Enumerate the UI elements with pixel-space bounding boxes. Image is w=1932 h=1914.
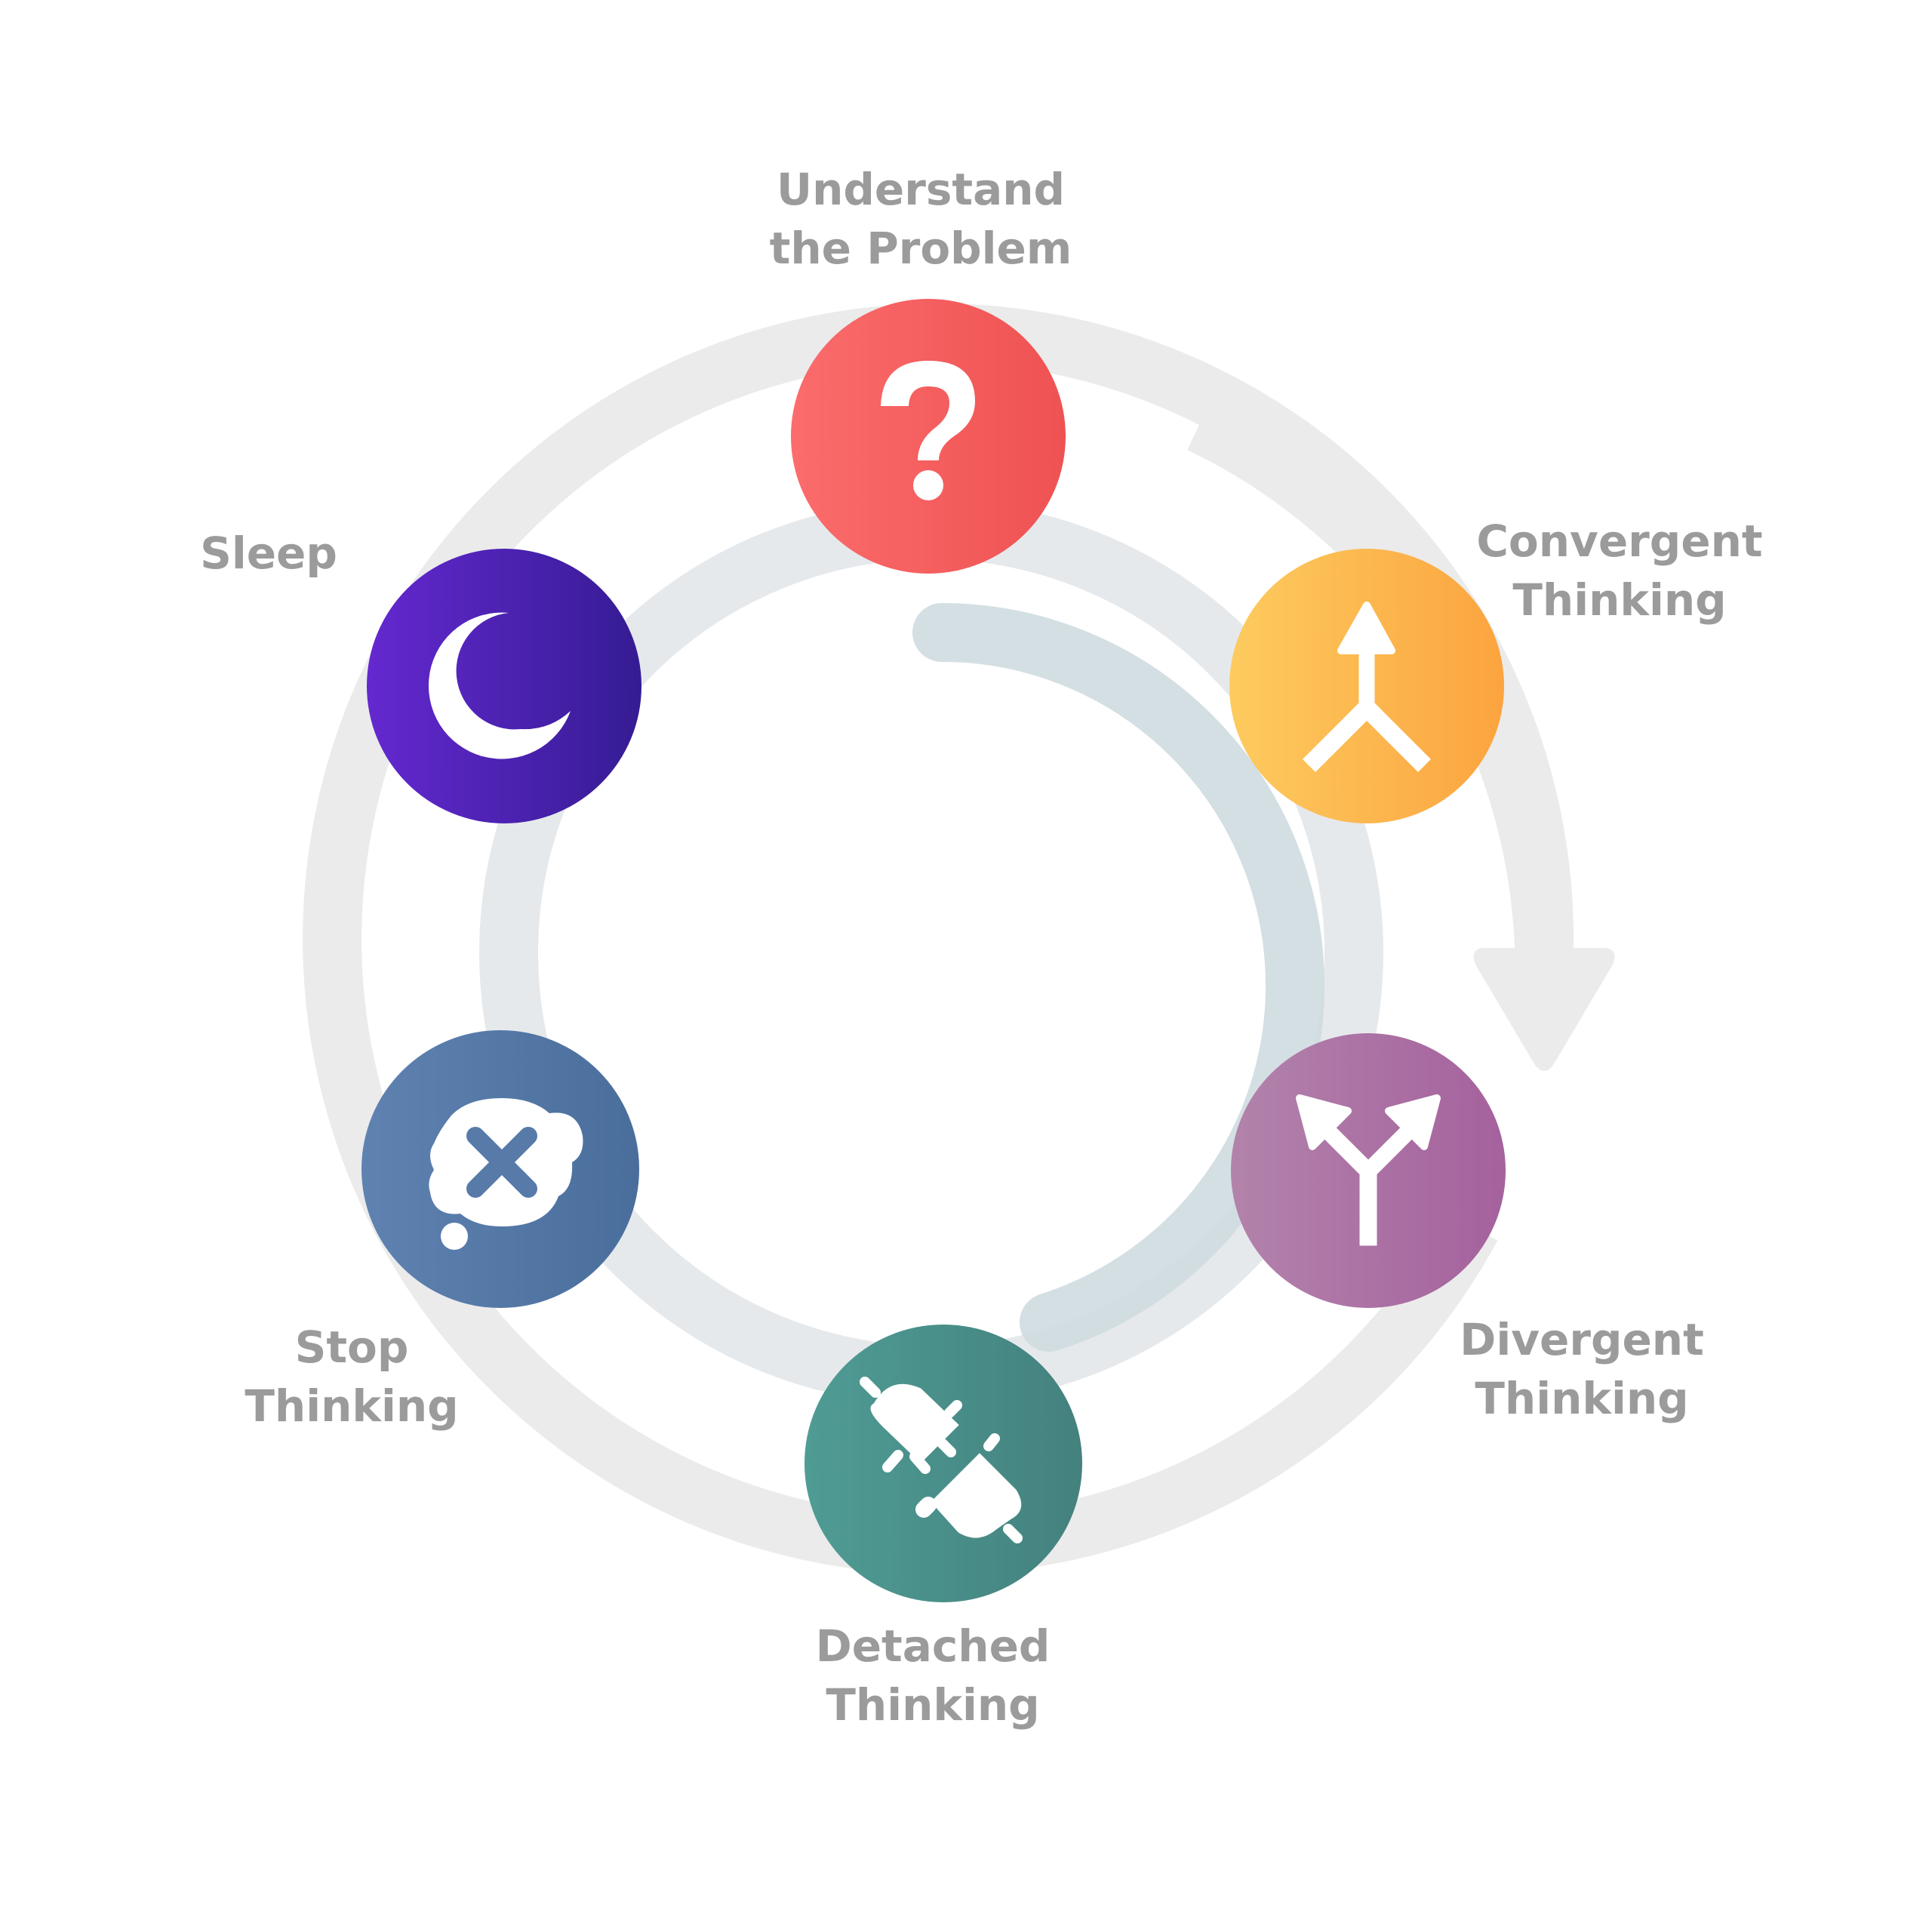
question-mark-icon [881, 361, 975, 500]
label-convergent-line-2: Thinking [1512, 574, 1727, 626]
stage-circle-detached [804, 1325, 1082, 1602]
label-stop: Stop Thinking [216, 1318, 488, 1436]
progress-arc [912, 603, 1325, 1352]
stage-node-convergent[interactable] [1229, 549, 1504, 823]
label-understand-line-2: the Problem [769, 223, 1072, 274]
label-stop-line-2: Thinking [245, 1380, 459, 1432]
label-divergent-line-1: Divergent [1460, 1314, 1704, 1365]
label-detached-line-2: Thinking [826, 1679, 1040, 1731]
label-understand-line-1: Understand [776, 164, 1066, 215]
stage-node-divergent[interactable] [1231, 1033, 1506, 1308]
label-understand: Understand the Problem [747, 160, 1094, 278]
thought-bubble-x-icon [429, 1098, 583, 1250]
diverge-arrows-icon [1296, 1094, 1441, 1246]
stage-node-sleep[interactable] [367, 549, 641, 823]
label-divergent-line-2: Thinking [1475, 1373, 1689, 1424]
label-sleep: Sleep [178, 524, 359, 583]
unplugged-icon [860, 1377, 1023, 1543]
label-stop-line-1: Stop [294, 1322, 409, 1373]
stage-node-understand[interactable] [791, 299, 1066, 574]
stage-circle-sleep [367, 549, 641, 823]
label-detached: Detached Thinking [782, 1617, 1084, 1734]
label-convergent-line-1: Convergent [1476, 515, 1763, 567]
stage-node-detached[interactable] [804, 1325, 1082, 1602]
label-sleep-line-1: Sleep [200, 528, 337, 579]
stage-node-stop[interactable] [361, 1030, 639, 1308]
label-convergent: Convergent Thinking [1454, 512, 1786, 629]
moon-icon [428, 612, 571, 759]
label-detached-line-1: Detached [815, 1620, 1051, 1672]
converge-arrows-icon [1303, 602, 1431, 772]
label-divergent: Divergent Thinking [1423, 1310, 1740, 1428]
cycle-direction-arrow-icon [1473, 948, 1615, 1071]
